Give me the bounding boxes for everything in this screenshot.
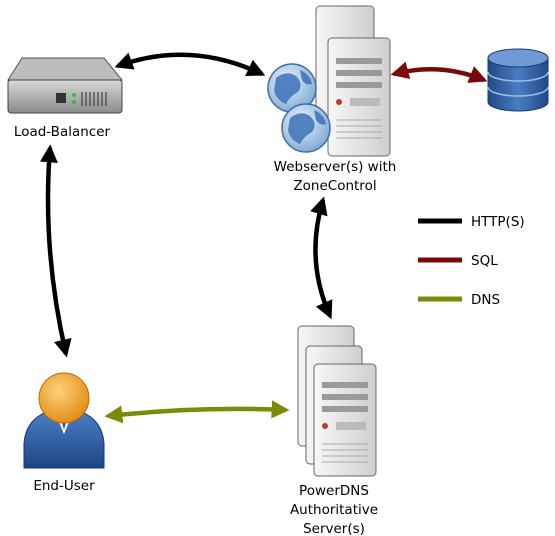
sql-link-webserver-database: [390, 61, 488, 83]
powerdns-label-line2: Authoritative: [290, 502, 378, 518]
http-link-lb-webserver: [114, 52, 266, 77]
powerdns-label-line1: PowerDNS: [299, 483, 369, 499]
powerdns-server-icon: [297, 325, 377, 477]
load-balancer-icon: [7, 57, 124, 114]
dns-link-enduser-powerdns: [104, 400, 290, 424]
database-icon: [487, 48, 549, 112]
end-user-icon: [23, 372, 105, 469]
legend-label-sql: SQL: [471, 253, 498, 269]
globe-icon: [267, 63, 317, 113]
webserver-icon: [315, 5, 391, 157]
globe-icon-2: [281, 103, 331, 153]
legend: HTTP(S) SQL DNS: [418, 214, 525, 308]
webserver-label-line1: Webserver(s) with: [274, 159, 397, 175]
http-link-lb-enduser: [39, 144, 72, 358]
http-link-webserver-powerdns: [310, 196, 333, 320]
powerdns-label-line3: Server(s): [303, 521, 365, 536]
load-balancer-label: Load-Balancer: [14, 124, 111, 140]
legend-label-http: HTTP(S): [471, 214, 525, 230]
legend-label-dns: DNS: [471, 292, 500, 308]
end-user-label: End-User: [33, 478, 95, 494]
webserver-label-line2: ZoneControl: [293, 178, 376, 194]
